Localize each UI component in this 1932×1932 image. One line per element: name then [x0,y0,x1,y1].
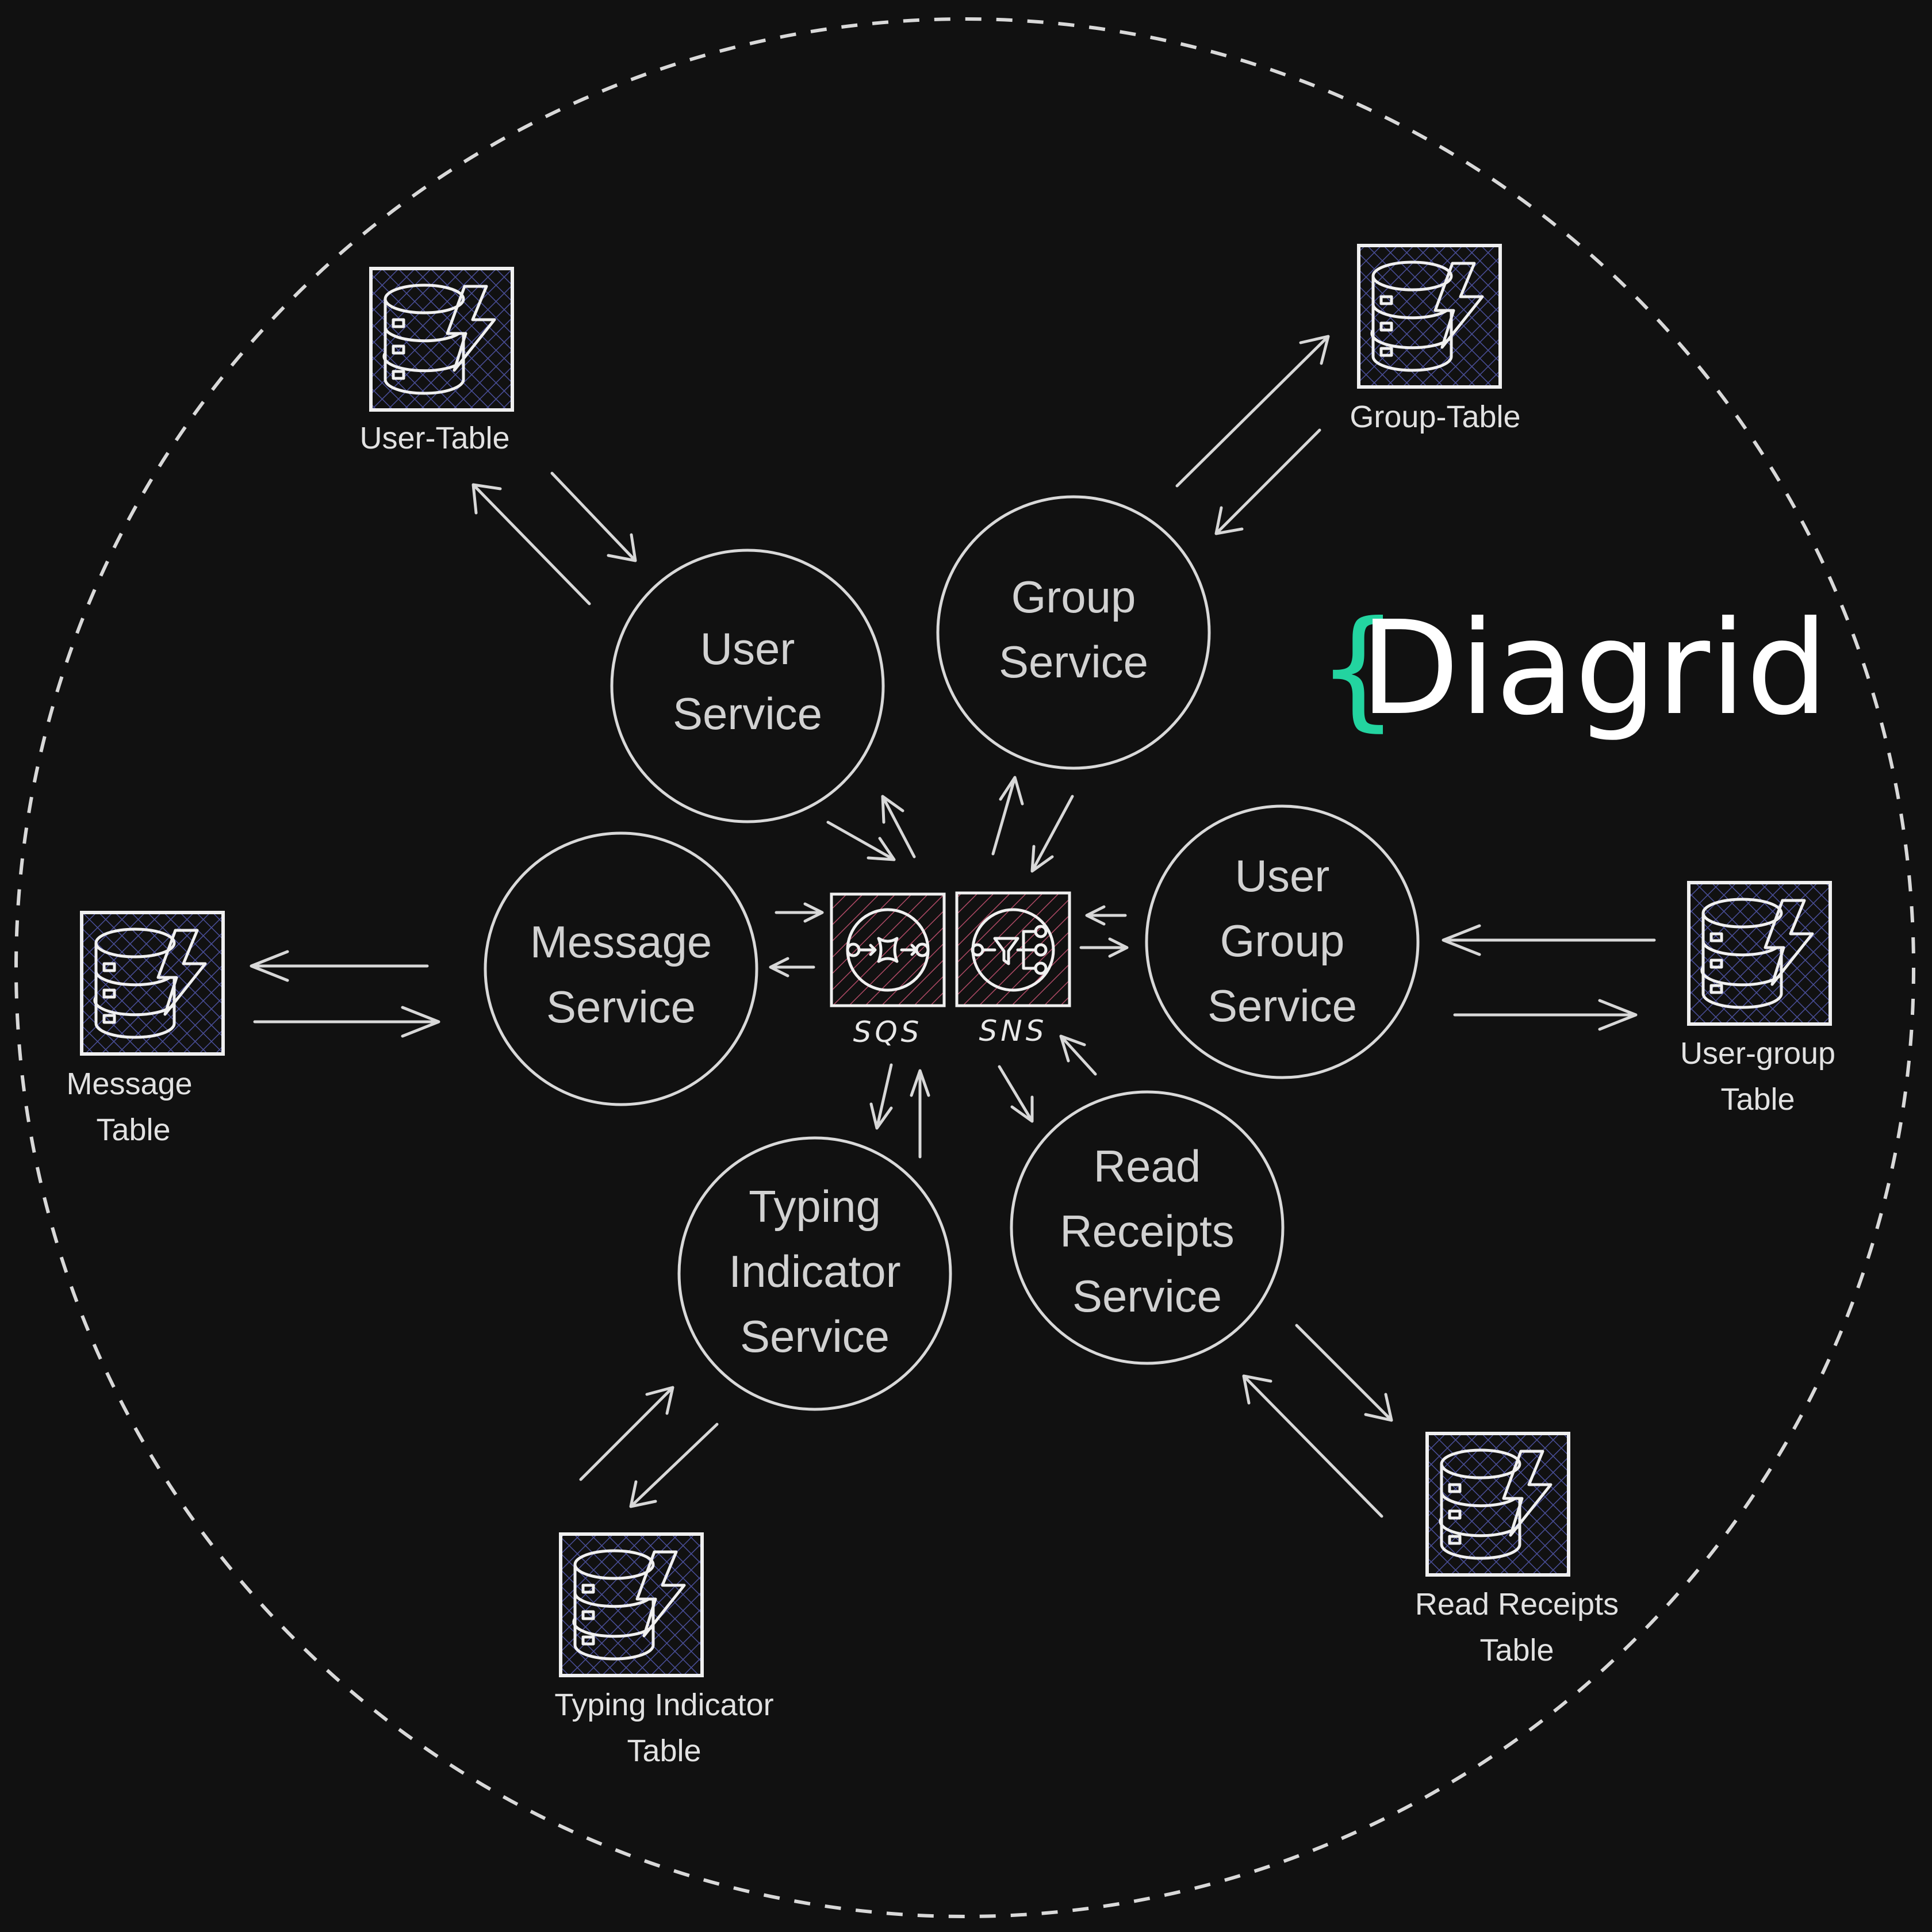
system-boundary [14,17,1915,1918]
arrow [1295,1324,1393,1422]
arrow [998,1065,1034,1123]
arrow [1453,999,1638,1031]
table-message[interactable]: Message Table [66,911,225,1147]
table-label-line: Group-Table [1350,400,1520,434]
arrow [1242,1374,1383,1518]
connector-arrows [250,335,1656,1518]
table-label-line: Typing Indicator [554,1688,773,1722]
table-label-line: User-group [1680,1036,1835,1071]
logo-brace: { [1317,593,1399,744]
sns-icon [971,908,1055,992]
service-label-line: Group [1011,572,1136,622]
diagrid-logo: { Diagrid [1317,593,1828,744]
arrow [1059,1034,1097,1076]
sns-label: SNS [979,1014,1048,1048]
arrow [253,1006,440,1038]
arrow [629,1423,719,1508]
table-user[interactable]: User-Table [359,267,514,455]
arrow [1030,795,1074,873]
service-label-line: Read [1094,1141,1201,1191]
arrow [1079,937,1129,958]
service-read-receipts[interactable]: Read Receipts Service [1010,1090,1285,1365]
logo-wordmark: Diagrid [1360,593,1828,744]
queue-sns[interactable]: SNS [955,891,1071,1048]
table-label-line: Table [96,1113,170,1147]
table-read-receipts[interactable]: Read Receipts Table [1415,1432,1619,1667]
service-label-line: User [700,623,795,674]
arrow [910,1069,930,1159]
service-label-line: Service [1208,980,1357,1031]
arrow [250,950,429,982]
arrow [550,471,637,562]
service-label-line: Indicator [729,1246,900,1297]
service-label-line: Message [530,917,712,967]
service-message[interactable]: Message Service [484,831,758,1106]
table-label-line: Table [627,1734,701,1768]
queue-sqs[interactable]: SQS [830,892,946,1049]
service-label-line: Service [740,1311,890,1362]
table-label-line: Read Receipts [1415,1587,1619,1621]
arrow [1175,335,1330,488]
service-label-line: Service [673,688,822,739]
arrow [881,795,916,858]
service-label-line: Service [999,637,1148,687]
service-label-line: Service [1072,1271,1222,1321]
service-user[interactable]: User Service [610,549,885,823]
arrow [769,957,815,977]
arrow [869,1063,893,1130]
table-typing-indicator[interactable]: Typing Indicator Table [554,1532,774,1768]
service-label-line: Service [546,982,696,1032]
table-label-line: Table [1720,1082,1795,1117]
arrow [1442,924,1656,956]
arrow [775,902,824,923]
service-user-group[interactable]: User Group Service [1145,804,1420,1079]
arrow [579,1386,674,1481]
service-group[interactable]: Group Service [936,495,1211,770]
table-label-line: Message [66,1067,192,1101]
table-label-line: Table [1479,1633,1554,1667]
service-label-line: Receipts [1060,1206,1234,1256]
arrow [1214,428,1321,535]
service-typing-indicator[interactable]: Typing Indicator Service [677,1136,952,1411]
arrow [826,821,896,861]
service-label-line: User [1235,850,1330,901]
sqs-label: SQS [853,1015,923,1049]
sqs-icon [846,908,930,992]
arrow [471,483,591,605]
service-label-line: Typing [749,1181,881,1232]
service-label-line: Group [1220,915,1345,966]
arrow [991,776,1024,856]
table-user-group[interactable]: User-group Table [1680,881,1835,1117]
table-group[interactable]: Group-Table [1350,244,1521,434]
table-label-line: User-Table [359,421,509,455]
arrow [1085,905,1127,926]
